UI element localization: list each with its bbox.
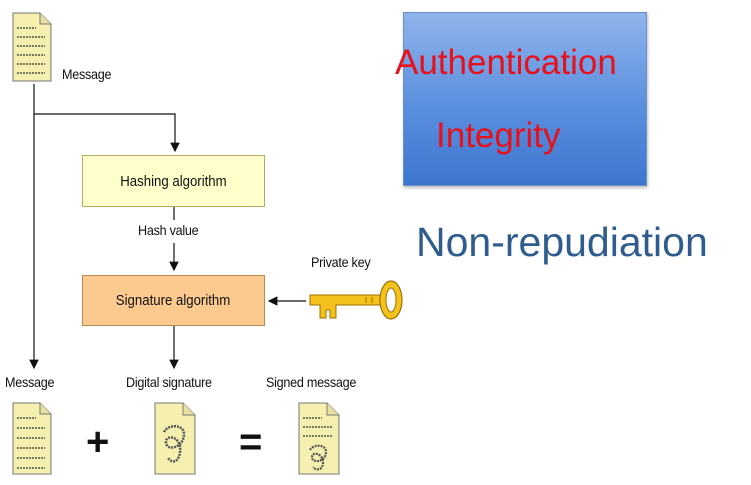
private-key-icon [309,280,403,320]
signature-algorithm-label: Signature algorithm [116,292,231,309]
signed-message-document-icon [298,402,340,475]
properties-panel [403,12,647,186]
message-to-hashing-arrow [34,113,180,153]
hashing-algorithm-label: Hashing algorithm [120,172,227,190]
integrity-text: Integrity [436,116,561,155]
private-key-label: Private key [311,254,371,270]
message-document-icon [12,12,52,82]
signed-message-label: Signed message [266,374,357,390]
non-repudiation-text: Non-repudiation [416,219,708,265]
message-bottom-label: Message [5,374,55,390]
hash-value-label: Hash value [138,222,199,238]
signature-algorithm-box: Signature algorithm [82,275,265,326]
authentication-text: Authentication [395,43,617,82]
hashing-algorithm-box: Hashing algorithm [82,155,265,207]
digital-signature-label: Digital signature [126,374,212,390]
plus-symbol: + [86,420,110,464]
equals-symbol: = [239,420,263,464]
digital-signature-document-icon [154,402,196,475]
message-top-label: Message [62,66,112,82]
message-document-bottom-icon [12,402,52,475]
